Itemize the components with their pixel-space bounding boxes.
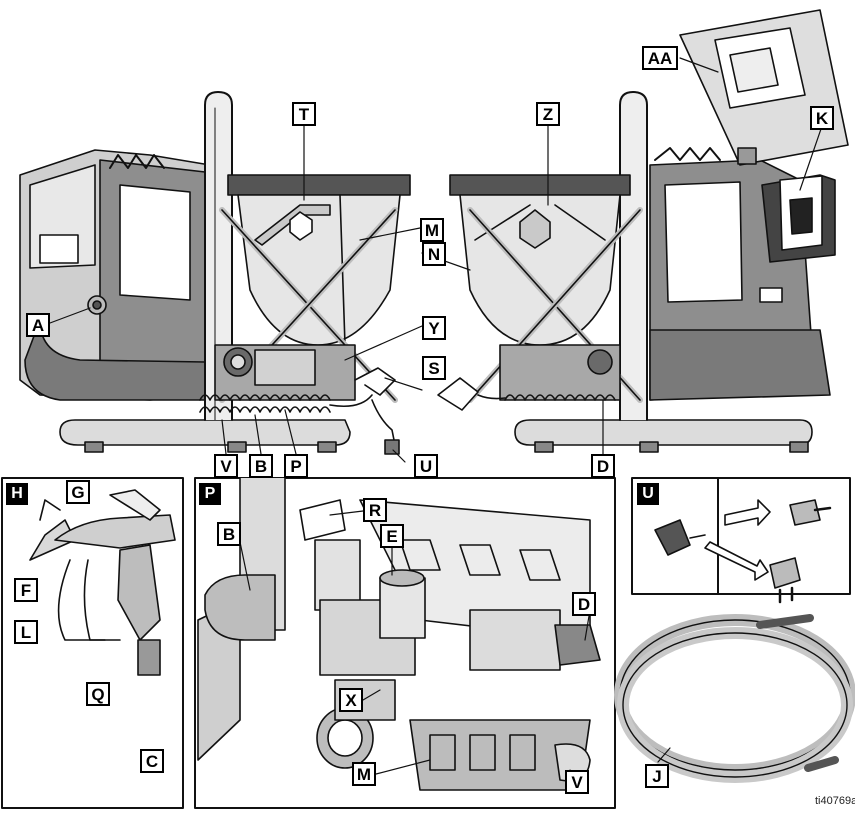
panel-tag-p: P [199, 483, 221, 505]
callout-n: N [422, 242, 446, 266]
panel-tag-h: H [6, 483, 28, 505]
pump-callout-v: V [565, 770, 589, 794]
callout-b: B [249, 454, 273, 478]
callout-a: A [26, 313, 50, 337]
top-leaders [49, 57, 823, 463]
pump-callout-e: E [380, 524, 404, 548]
callout-z: Z [536, 102, 560, 126]
callout-s: S [422, 356, 446, 380]
callout-t: T [292, 102, 316, 126]
callout-j: J [645, 764, 669, 788]
plug-panel [631, 477, 851, 604]
callout-f: F [14, 578, 38, 602]
callout-m: M [420, 218, 444, 242]
callout-q: Q [86, 682, 110, 706]
pump-callout-b: B [217, 522, 241, 546]
left-sprayer [19, 91, 411, 455]
figure-reference: ti40769a [815, 795, 855, 807]
callout-aa: AA [642, 46, 678, 70]
callout-d: D [591, 454, 615, 478]
pump-callout-x: X [339, 688, 363, 712]
pump-panel [194, 477, 616, 809]
right-sprayer [437, 9, 849, 453]
callout-g: G [66, 480, 90, 504]
callout-k: K [810, 106, 834, 130]
panel-tag-u: U [637, 483, 659, 505]
hose-illustration [614, 614, 855, 783]
callout-u: U [414, 454, 438, 478]
callout-p: P [284, 454, 308, 478]
pump-callout-d: D [572, 592, 596, 616]
callout-l: L [14, 620, 38, 644]
callout-y: Y [422, 316, 446, 340]
pump-callout-m: M [352, 762, 376, 786]
callout-v: V [214, 454, 238, 478]
pump-callout-r: R [363, 498, 387, 522]
callout-c: C [140, 749, 164, 773]
